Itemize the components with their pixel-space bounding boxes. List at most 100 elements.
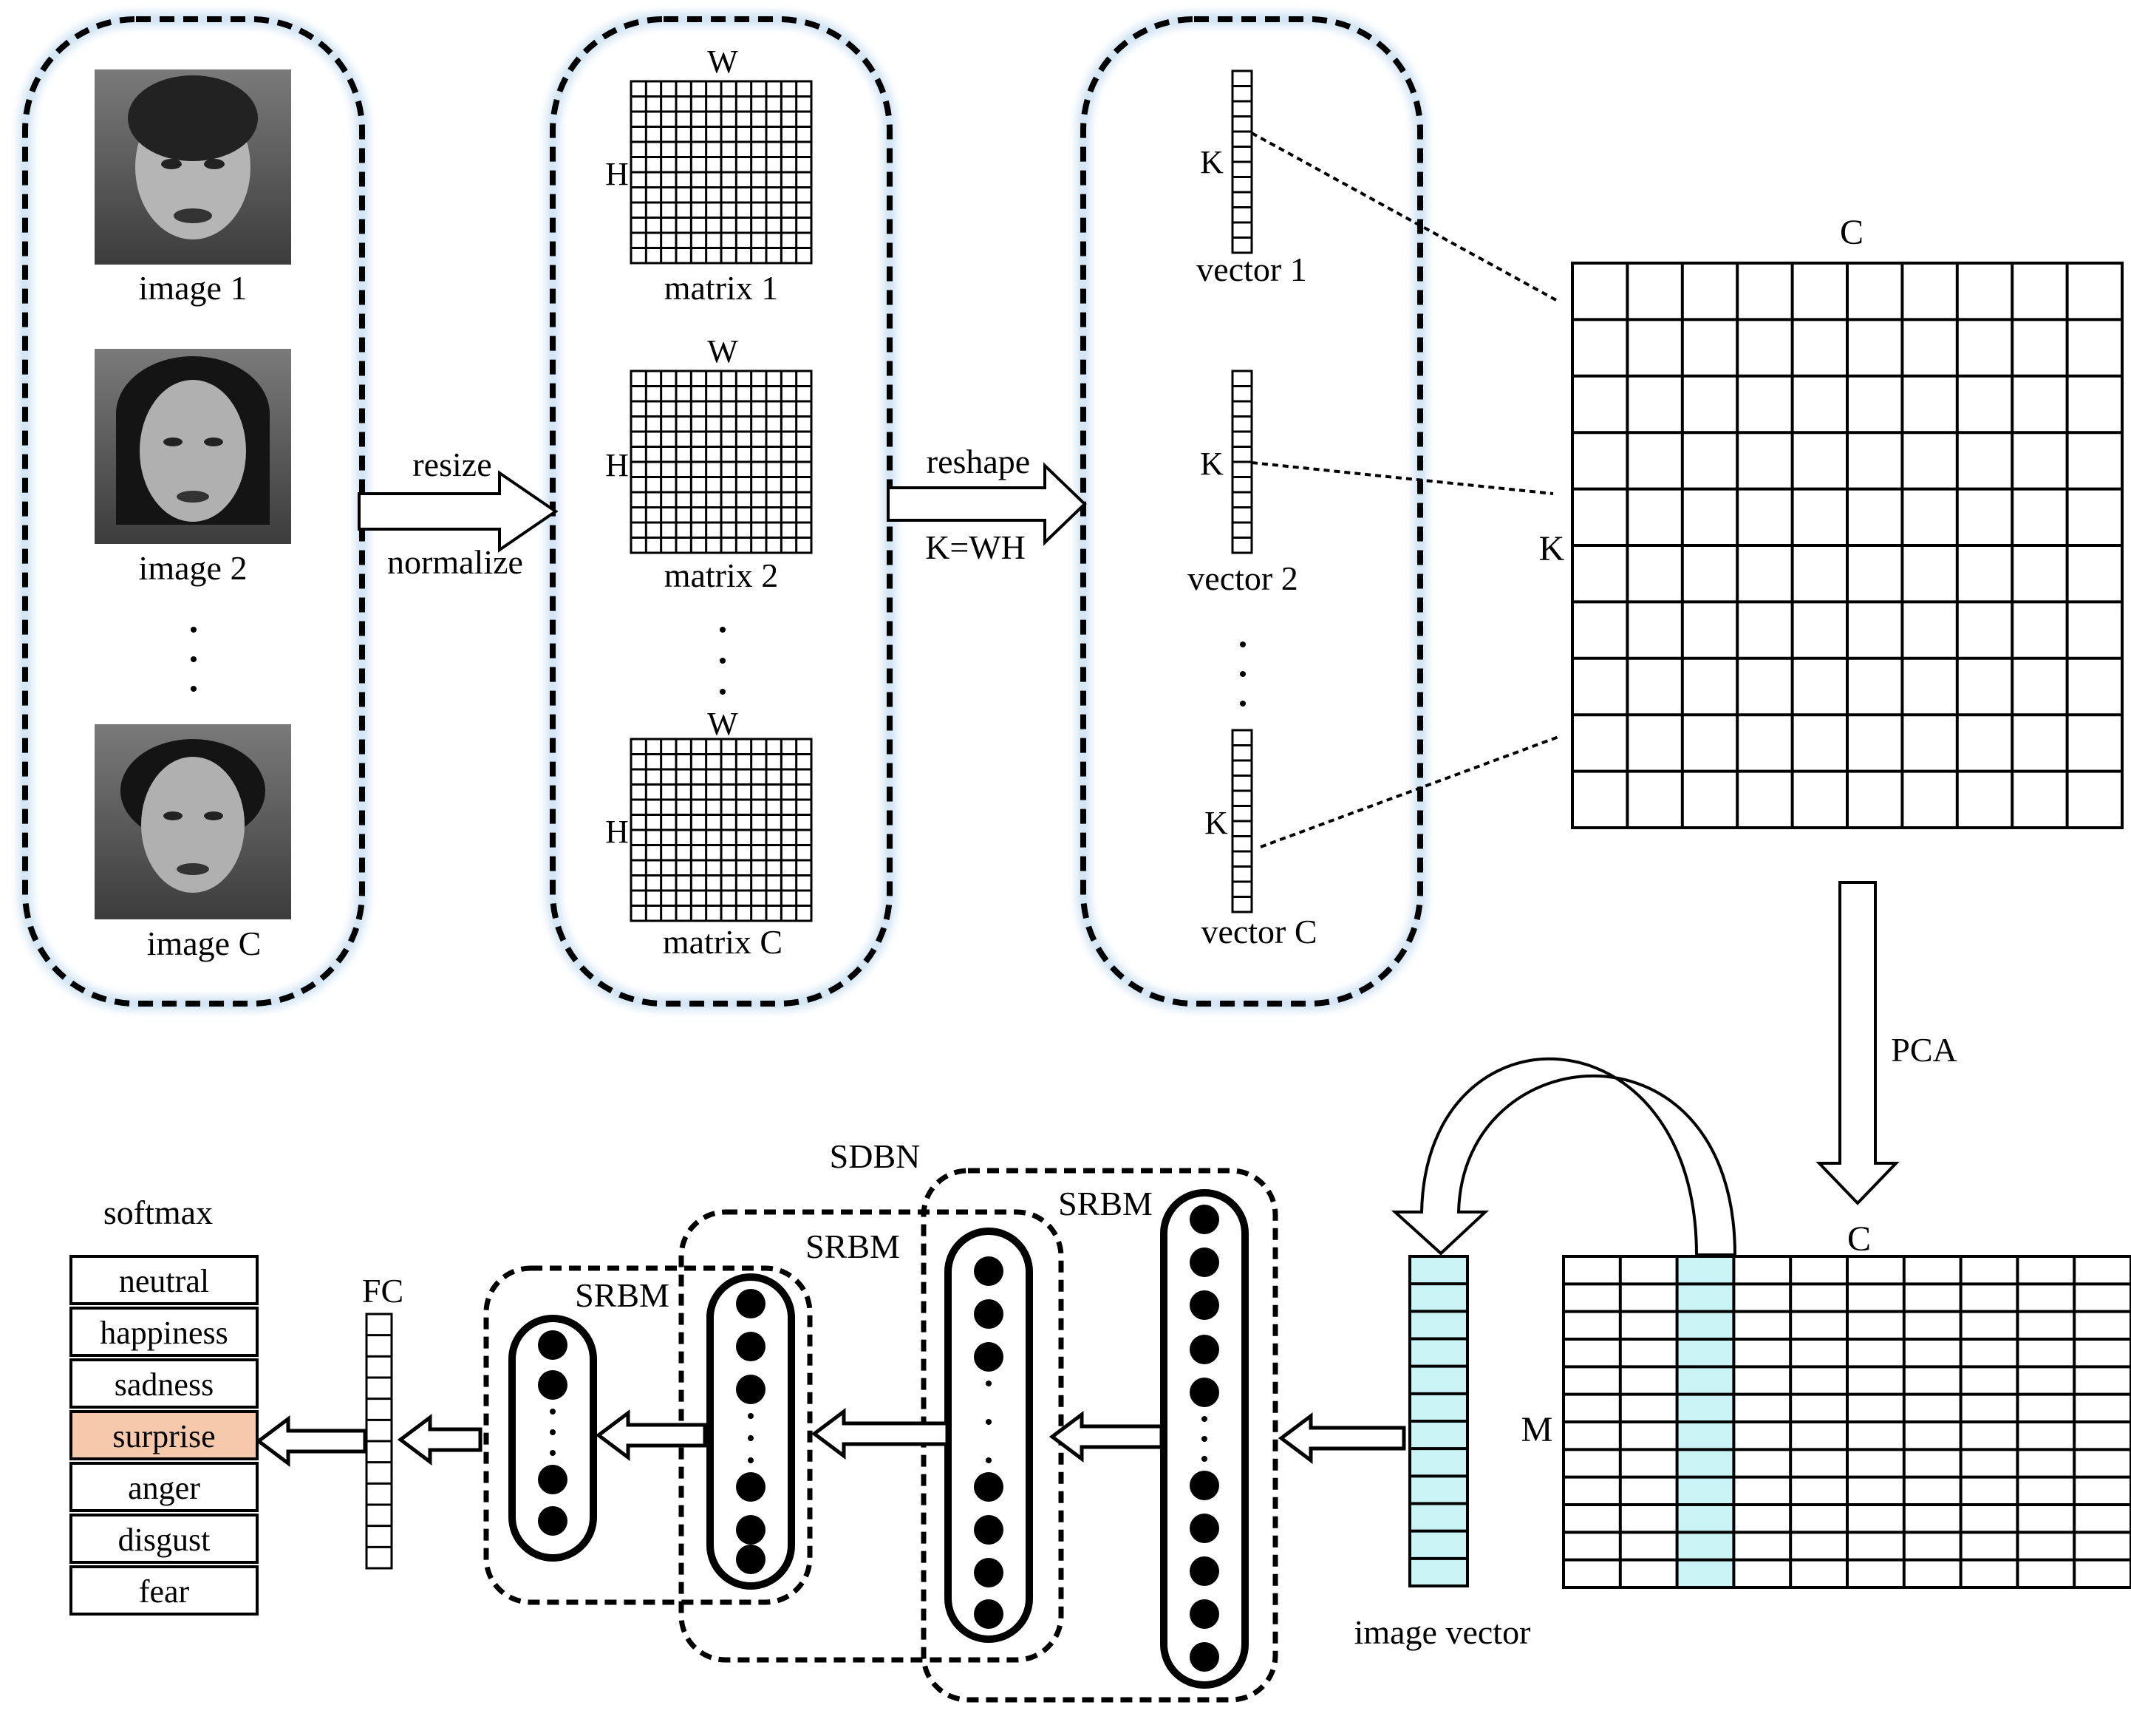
vector-connectors xyxy=(1252,133,1561,847)
matrix-1-label: matrix 1 xyxy=(664,269,779,307)
vector-columns xyxy=(1232,71,1252,912)
neuron-dot xyxy=(736,1375,766,1404)
softmax-class-disgust: disgust xyxy=(71,1515,257,1562)
matrix-2-h: H xyxy=(605,447,629,483)
hidden-layer-2 xyxy=(710,1277,791,1586)
matrix-c-grid xyxy=(631,739,811,921)
neuron-ellipsis-dot xyxy=(1201,1456,1207,1462)
data-matrix-k-label: K xyxy=(1539,529,1565,568)
neuron-dot xyxy=(538,1370,567,1400)
neuron-dot xyxy=(736,1545,766,1574)
softmax-class-fear: fear xyxy=(71,1567,257,1614)
neuron-ellipsis-dot xyxy=(748,1457,754,1463)
normalize-label: normalize xyxy=(387,543,523,581)
image-2 xyxy=(95,349,291,544)
fc-label: FC xyxy=(362,1272,403,1310)
vector-c-k: K xyxy=(1204,805,1228,841)
matrix-1-h: H xyxy=(605,156,629,192)
matrices-ellipsis xyxy=(720,627,726,695)
matrix-2-w: W xyxy=(707,333,738,370)
neuron-dot xyxy=(538,1330,567,1360)
neuron-dot xyxy=(1190,1599,1219,1629)
sdbn-label: SDBN xyxy=(830,1137,921,1175)
softmax-class-sadness: sadness xyxy=(71,1360,257,1407)
neuron-ellipsis-dot xyxy=(748,1435,754,1441)
reduced-matrix-grid xyxy=(1564,1256,2131,1587)
neuron-dot xyxy=(1190,1556,1219,1586)
softmax-class-happiness: happiness xyxy=(71,1308,257,1355)
softmax-class-label: fear xyxy=(139,1573,190,1610)
neuron-dot xyxy=(1190,1378,1219,1407)
neuron-dot xyxy=(538,1506,567,1536)
pca-arrow xyxy=(1819,882,1896,1203)
image-1 xyxy=(95,69,291,265)
vectors-ellipsis xyxy=(1240,641,1246,707)
image-c xyxy=(95,724,291,919)
pca-label: PCA xyxy=(1891,1031,1957,1069)
data-matrix-c-label: C xyxy=(1840,213,1864,252)
matrix-c-h: H xyxy=(605,814,629,850)
neuron-dot xyxy=(974,1299,1003,1329)
softmax-class-label: happiness xyxy=(100,1315,228,1351)
neuron-ellipsis-dot xyxy=(1201,1416,1207,1422)
reduced-matrix-m-label: M xyxy=(1521,1410,1553,1449)
images-ellipsis xyxy=(191,627,197,692)
arrow-h2-to-h3 xyxy=(599,1413,705,1457)
vector-2-k: K xyxy=(1200,446,1224,482)
matrix-grids xyxy=(631,81,811,921)
softmax-class-label: surprise xyxy=(112,1418,215,1454)
reduced-matrix xyxy=(1564,1256,2131,1587)
neuron-ellipsis-dot xyxy=(550,1450,556,1456)
softmax-class-neutral: neutral xyxy=(71,1256,257,1304)
image-c-label: image C xyxy=(147,925,262,962)
arrow-h3-to-fc xyxy=(400,1417,480,1462)
neuron-dot xyxy=(974,1342,1003,1372)
neuron-ellipsis-dot xyxy=(1201,1436,1207,1442)
neuron-ellipsis-dot xyxy=(986,1419,992,1425)
neuron-dot xyxy=(974,1558,1003,1587)
fc-vector-grid xyxy=(366,1314,392,1568)
vector-1-column xyxy=(1232,71,1252,253)
vector-c-label: vector C xyxy=(1201,913,1317,950)
arrow-h1-to-h2 xyxy=(814,1412,947,1456)
matrix-1-w: W xyxy=(707,44,738,80)
neuron-dot xyxy=(1190,1514,1219,1543)
neuron-dot xyxy=(974,1256,1003,1286)
neuron-ellipsis-dot xyxy=(986,1457,992,1463)
kwh-label: K=WH xyxy=(925,528,1026,566)
srbm-label-2: SRBM xyxy=(805,1228,900,1265)
softmax-class-surprise: surprise xyxy=(71,1412,257,1459)
neuron-dot xyxy=(1190,1642,1219,1672)
srbm-label-1: SRBM xyxy=(1058,1185,1153,1222)
hidden-layer-3 xyxy=(512,1318,593,1558)
image-1-label: image 1 xyxy=(139,269,248,307)
vector-c-column xyxy=(1232,730,1252,912)
resize-arrow xyxy=(359,473,556,550)
image-vector xyxy=(1410,1256,1467,1586)
srbm-label-3: SRBM xyxy=(575,1276,669,1314)
softmax-title: softmax xyxy=(103,1194,213,1231)
column-extract-arrow xyxy=(1395,1059,1735,1255)
neuron-dot xyxy=(736,1515,766,1545)
neuron-dot xyxy=(1190,1205,1219,1234)
vector-1-k: K xyxy=(1200,144,1224,180)
vector-2-label: vector 2 xyxy=(1187,559,1298,597)
vector-2-column xyxy=(1232,371,1252,553)
input-layer xyxy=(1164,1193,1245,1685)
fc-vector xyxy=(366,1314,392,1568)
matrix-2-label: matrix 2 xyxy=(664,556,779,594)
neuron-ellipsis-dot xyxy=(748,1413,754,1419)
neuron-dot xyxy=(1190,1247,1219,1277)
softmax-class-label: anger xyxy=(128,1470,200,1506)
matrix-1-grid xyxy=(631,81,811,263)
neuron-ellipsis-dot xyxy=(986,1381,992,1386)
neuron-dot xyxy=(1190,1290,1219,1320)
matrix-c-w: W xyxy=(707,706,738,742)
matrix-2-grid xyxy=(631,371,811,553)
data-matrix-grid xyxy=(1572,263,2122,828)
neuron-ellipsis-dot xyxy=(550,1409,556,1415)
neuron-dot xyxy=(538,1465,567,1494)
arrow-input-to-h1 xyxy=(1052,1415,1162,1459)
neuron-dot xyxy=(1190,1471,1219,1500)
